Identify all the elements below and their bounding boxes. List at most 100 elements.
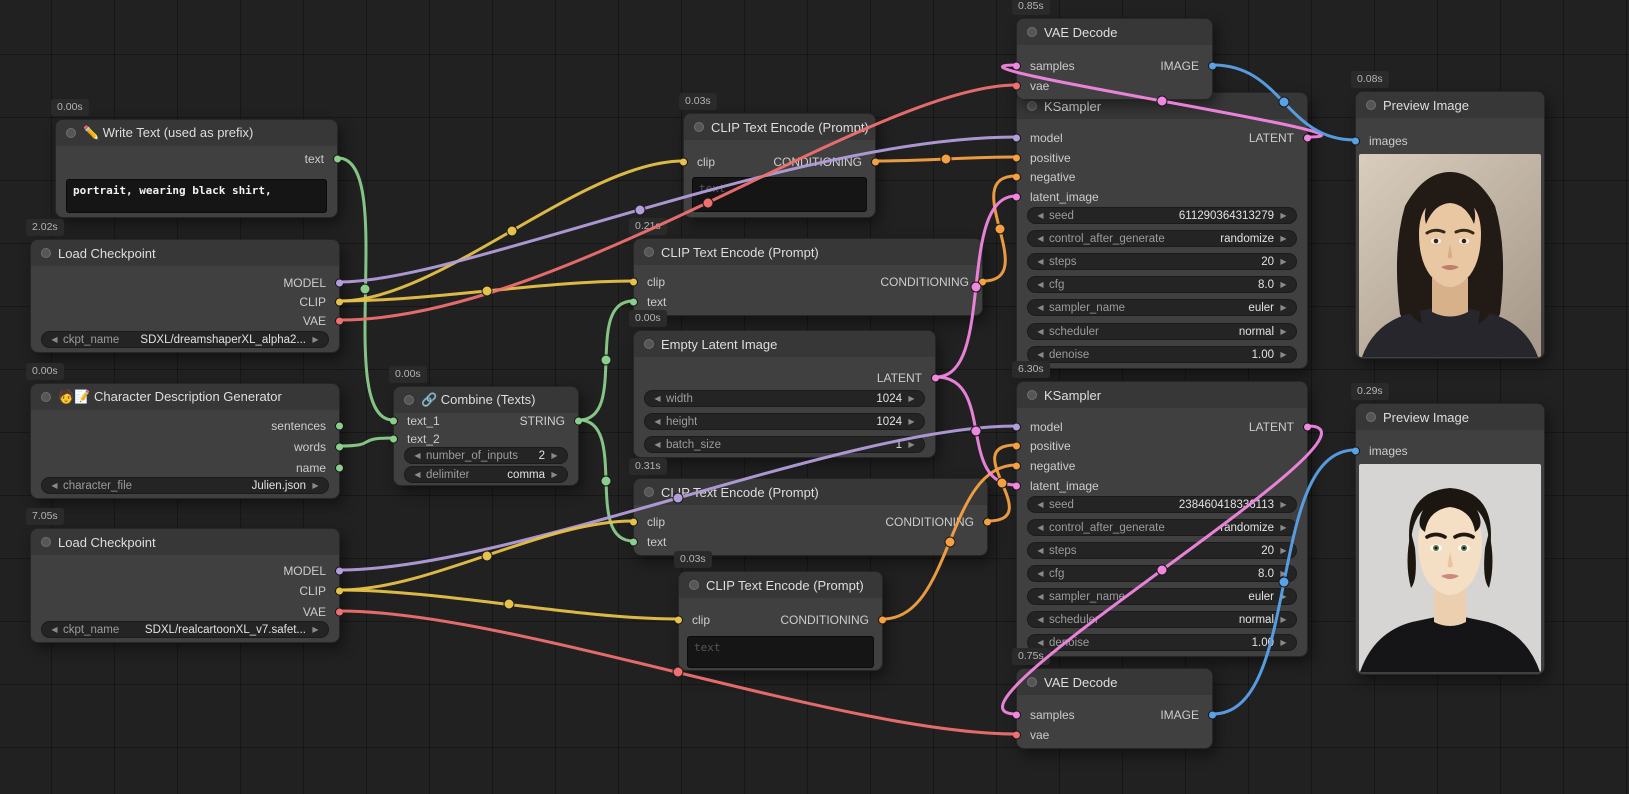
increment-icon[interactable] bbox=[1278, 497, 1289, 512]
node-load-checkpoint-bottom[interactable]: 7.05s Load Checkpoint MODEL CLIP VAE ckp… bbox=[26, 508, 344, 643]
increment-icon[interactable] bbox=[1278, 566, 1289, 581]
collapse-dot-icon[interactable] bbox=[41, 537, 51, 547]
decrement-icon[interactable] bbox=[652, 391, 663, 406]
samples-input-slot[interactable] bbox=[1012, 61, 1021, 71]
next-value-icon[interactable] bbox=[310, 622, 321, 637]
node-title[interactable]: VAE Decode bbox=[1017, 669, 1212, 695]
node-title[interactable]: Preview Image bbox=[1356, 92, 1544, 118]
positive-input-slot[interactable] bbox=[1012, 153, 1021, 163]
decrement-icon[interactable] bbox=[1035, 347, 1046, 362]
prev-value-icon[interactable] bbox=[49, 622, 60, 637]
node-clip-text-encode-1[interactable]: 0.03s CLIP Text Encode (Prompt) clip CON… bbox=[679, 93, 880, 218]
increment-icon[interactable] bbox=[1278, 254, 1289, 269]
prompt-text-input[interactable] bbox=[687, 636, 874, 668]
collapse-dot-icon[interactable] bbox=[1027, 677, 1037, 687]
batch-size-widget[interactable]: batch_size 1 bbox=[644, 436, 925, 453]
increment-icon[interactable] bbox=[1278, 208, 1289, 223]
node-title[interactable]: CLIP Text Encode (Prompt) bbox=[679, 572, 882, 598]
prev-value-icon[interactable] bbox=[1035, 589, 1046, 604]
node-title[interactable]: Preview Image bbox=[1356, 404, 1544, 430]
clip-output-slot[interactable] bbox=[335, 297, 344, 307]
decrement-icon[interactable] bbox=[1035, 208, 1046, 223]
next-value-icon[interactable] bbox=[1278, 324, 1289, 339]
next-value-icon[interactable] bbox=[1278, 300, 1289, 315]
positive-input-slot[interactable] bbox=[1012, 441, 1021, 451]
collapse-dot-icon[interactable] bbox=[644, 339, 654, 349]
width-widget[interactable]: width 1024 bbox=[644, 390, 925, 407]
decrement-icon[interactable] bbox=[1035, 254, 1046, 269]
vae-input-slot[interactable] bbox=[1012, 730, 1021, 740]
words-output-slot[interactable] bbox=[335, 442, 344, 452]
decrement-icon[interactable] bbox=[1035, 543, 1046, 558]
collapse-dot-icon[interactable] bbox=[1027, 101, 1037, 111]
text2-input-slot[interactable] bbox=[389, 434, 398, 444]
collapse-dot-icon[interactable] bbox=[694, 122, 704, 132]
next-value-icon[interactable] bbox=[1278, 520, 1289, 535]
node-preview-image-bottom[interactable]: 0.29s Preview Image images bbox=[1351, 383, 1545, 675]
ckpt-name-widget[interactable]: ckpt_name SDXL/dreamshaperXL_alpha2... bbox=[41, 331, 329, 348]
text1-input-slot[interactable] bbox=[389, 416, 398, 426]
node-title[interactable]: CLIP Text Encode (Prompt) bbox=[634, 239, 982, 265]
decrement-icon[interactable] bbox=[1035, 497, 1046, 512]
decrement-icon[interactable] bbox=[652, 414, 663, 429]
node-title[interactable]: Load Checkpoint bbox=[31, 240, 339, 266]
collapse-dot-icon[interactable] bbox=[66, 128, 76, 138]
height-widget[interactable]: height 1024 bbox=[644, 413, 925, 430]
prev-value-icon[interactable] bbox=[1035, 324, 1046, 339]
vae-output-slot[interactable] bbox=[335, 316, 344, 326]
collapse-dot-icon[interactable] bbox=[41, 392, 51, 402]
node-title[interactable]: 🔗 Combine (Texts) bbox=[394, 387, 578, 413]
latent-output-slot[interactable] bbox=[931, 373, 940, 383]
collapse-dot-icon[interactable] bbox=[1366, 412, 1376, 422]
next-value-icon[interactable] bbox=[549, 448, 560, 463]
prev-value-icon[interactable] bbox=[49, 478, 60, 493]
node-combine-texts[interactable]: 0.00s 🔗 Combine (Texts) text_1 STRING te… bbox=[389, 366, 583, 486]
conditioning-output-slot[interactable] bbox=[983, 517, 992, 527]
increment-icon[interactable] bbox=[906, 414, 917, 429]
delimiter-widget[interactable]: delimiter comma bbox=[404, 466, 568, 483]
name-output-slot[interactable] bbox=[335, 463, 344, 473]
decrement-icon[interactable] bbox=[652, 437, 663, 452]
latent-image-input-slot[interactable] bbox=[1012, 481, 1021, 491]
model-output-slot[interactable] bbox=[335, 278, 344, 288]
node-vae-decode-bottom[interactable]: 0.75s VAE Decode samples IMAGE vae bbox=[1012, 648, 1217, 749]
sentences-output-slot[interactable] bbox=[335, 421, 344, 431]
node-preview-image-top[interactable]: 0.08s Preview Image images bbox=[1351, 71, 1545, 359]
increment-icon[interactable] bbox=[1278, 347, 1289, 362]
prev-value-icon[interactable] bbox=[1035, 612, 1046, 627]
ckpt-name-widget[interactable]: ckpt_name SDXL/realcartoonXL_v7.safet... bbox=[41, 621, 329, 638]
node-title[interactable]: KSampler bbox=[1017, 382, 1307, 408]
prev-value-icon[interactable] bbox=[412, 467, 423, 482]
clip-output-slot[interactable] bbox=[335, 586, 344, 596]
collapse-dot-icon[interactable] bbox=[644, 487, 654, 497]
next-value-icon[interactable] bbox=[1278, 231, 1289, 246]
negative-input-slot[interactable] bbox=[1012, 172, 1021, 182]
number-of-inputs-widget[interactable]: number_of_inputs 2 bbox=[404, 447, 568, 464]
text-output-slot[interactable] bbox=[333, 154, 342, 164]
node-title[interactable]: CLIP Text Encode (Prompt) bbox=[684, 114, 875, 140]
clip-input-slot[interactable] bbox=[629, 277, 638, 287]
increment-icon[interactable] bbox=[906, 437, 917, 452]
prompt-text-input[interactable] bbox=[692, 177, 867, 212]
node-clip-text-encode-3[interactable]: 0.31s CLIP Text Encode (Prompt) clip CON… bbox=[629, 458, 992, 556]
text-input-slot[interactable] bbox=[629, 297, 638, 307]
next-value-icon[interactable] bbox=[1278, 612, 1289, 627]
images-input-slot[interactable] bbox=[1351, 136, 1360, 146]
model-output-slot[interactable] bbox=[335, 566, 344, 576]
samples-input-slot[interactable] bbox=[1012, 710, 1021, 720]
latent-output-slot[interactable] bbox=[1303, 133, 1312, 143]
node-ksampler-top[interactable]: KSampler model LATENT positive negative … bbox=[1012, 92, 1312, 369]
node-empty-latent-image[interactable]: 0.00s Empty Latent Image LATENT width 10… bbox=[629, 310, 940, 458]
node-load-checkpoint-top[interactable]: 2.02s Load Checkpoint MODEL CLIP VAE ckp… bbox=[26, 219, 344, 353]
collapse-dot-icon[interactable] bbox=[644, 247, 654, 257]
